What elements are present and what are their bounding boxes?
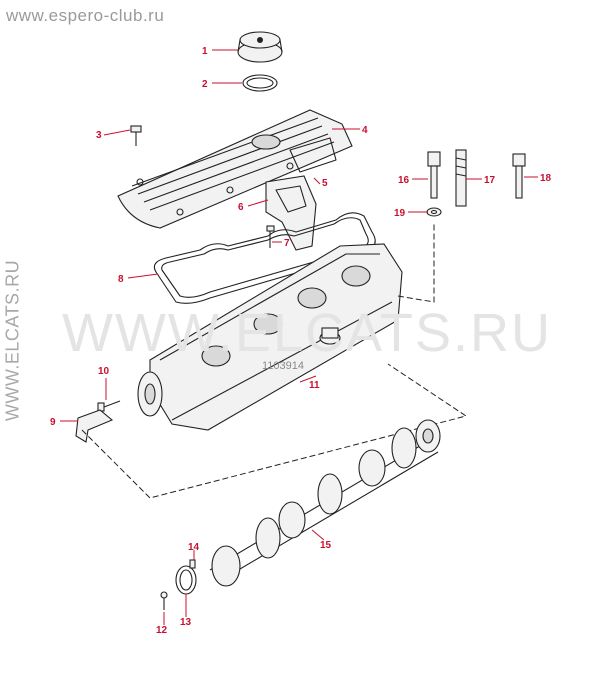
part-filler-cap[interactable] xyxy=(237,31,283,63)
part-washer[interactable] xyxy=(426,207,442,217)
leader-lines xyxy=(60,49,538,625)
callout-19: 19 xyxy=(394,208,406,219)
callout-2: 2 xyxy=(202,79,208,90)
assembly-outline-right xyxy=(397,222,435,303)
part-camshaft-housing[interactable] xyxy=(137,243,403,431)
watermark-top: www.espero-club.ru xyxy=(6,6,165,25)
callout-13: 13 xyxy=(180,617,192,628)
part-housing-bolt[interactable] xyxy=(97,400,121,412)
part-short-bolt[interactable] xyxy=(512,153,526,199)
callout-16: 16 xyxy=(398,175,410,186)
part-plug-pin[interactable] xyxy=(160,591,168,610)
callout-1: 1 xyxy=(202,46,208,57)
watermark-side: WWW.ELCATS.RU xyxy=(2,259,23,422)
callout-10: 10 xyxy=(98,366,110,377)
part-o-ring[interactable] xyxy=(242,74,278,92)
callout-6: 6 xyxy=(238,202,244,213)
part-cover-gasket[interactable] xyxy=(153,212,376,304)
callout-9: 9 xyxy=(50,417,56,428)
callout-12: 12 xyxy=(156,625,168,636)
callout-7: 7 xyxy=(284,238,290,249)
part-bracket[interactable] xyxy=(75,409,114,443)
part-camshaft[interactable] xyxy=(209,419,441,587)
part-stud[interactable] xyxy=(455,149,467,207)
part-seal-ring[interactable] xyxy=(175,565,197,595)
assembly-outline xyxy=(81,363,468,499)
part-baffle[interactable] xyxy=(265,175,317,251)
callout-11: 11 xyxy=(309,380,320,391)
part-valve-cover[interactable] xyxy=(117,109,353,229)
part-long-bolt[interactable] xyxy=(427,151,441,199)
part-dowel-pin[interactable] xyxy=(189,559,196,569)
callout-labels: 1 2 3 4 5 6 7 8 9 10 11 12 13 14 15 16 1… xyxy=(50,46,552,636)
drawing-code: 1103914 xyxy=(262,360,305,372)
callout-15: 15 xyxy=(320,540,332,551)
callout-18: 18 xyxy=(540,173,552,184)
callout-4: 4 xyxy=(362,125,368,136)
callout-8: 8 xyxy=(118,274,124,285)
part-cover-bolt[interactable] xyxy=(130,125,142,146)
watermark-center: WWW.ELCATS.RU xyxy=(62,303,552,363)
callout-3: 3 xyxy=(96,130,102,141)
callout-17: 17 xyxy=(484,175,496,186)
callout-14: 14 xyxy=(188,542,200,553)
callout-5: 5 xyxy=(322,178,328,189)
